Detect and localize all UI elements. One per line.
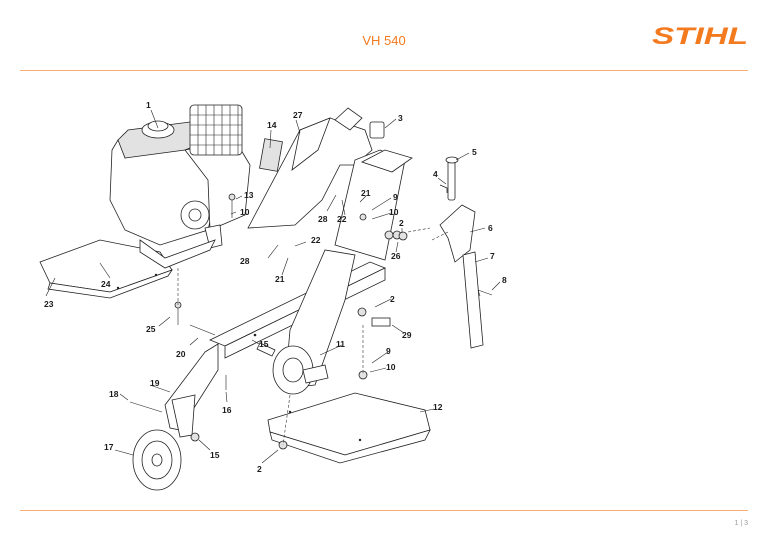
callout-2-b: 2: [390, 294, 395, 304]
callout-6: 6: [488, 223, 493, 233]
callout-11: 11: [336, 339, 345, 349]
stihl-logo: STIHL: [652, 24, 748, 48]
callout-13: 13: [244, 190, 254, 200]
callout-17: 17: [104, 442, 114, 452]
callout-22-b: 22: [311, 235, 321, 245]
callout-14: 14: [267, 120, 277, 130]
callout-28-b: 28: [240, 256, 250, 266]
callout-24: 24: [101, 279, 111, 289]
callout-28-a: 28: [318, 214, 328, 224]
hardware: [174, 193, 408, 450]
callout-15-a: 15: [259, 339, 269, 349]
callout-21-a: 21: [361, 188, 371, 198]
callout-19: 19: [150, 378, 160, 388]
chain-housing: [272, 249, 356, 395]
left-shield: [39, 239, 174, 299]
callout-3: 3: [398, 113, 403, 123]
alignment-lines: [177, 227, 449, 446]
page-number: 1 | 3: [734, 520, 749, 527]
header-rule: [20, 70, 748, 71]
right-shield: [267, 392, 431, 464]
callout-7: 7: [490, 251, 495, 261]
callout-2-c: 2: [257, 464, 262, 474]
callout-16: 16: [222, 405, 232, 415]
callouts: 1 2 2 2 3 4 5 6 7 8 9 9 10 10 10 11 12 1…: [44, 100, 507, 474]
callout-9-b: 9: [386, 346, 391, 356]
wheel-assembly: [129, 343, 219, 491]
callout-10-c: 10: [386, 362, 396, 372]
callout-10-a: 10: [240, 207, 250, 217]
footer-rule: [20, 510, 748, 511]
leader-lines: [45, 109, 501, 464]
callout-27: 27: [293, 110, 303, 120]
callout-1: 1: [146, 100, 151, 110]
callout-23: 23: [44, 299, 54, 309]
callout-2-a: 2: [399, 218, 404, 228]
callout-25: 25: [146, 324, 156, 334]
detached-parts: [371, 156, 493, 349]
callout-15-b: 15: [210, 450, 220, 460]
stihl-logo-text: STIHL: [652, 24, 748, 48]
engine: [109, 104, 251, 269]
callout-21-b: 21: [275, 274, 285, 284]
callout-26: 26: [391, 251, 401, 261]
callout-8: 8: [502, 275, 507, 285]
callout-18: 18: [109, 389, 119, 399]
callout-29: 29: [402, 330, 412, 340]
callout-5: 5: [472, 147, 477, 157]
callout-9-a: 9: [393, 192, 398, 202]
callout-20: 20: [176, 349, 186, 359]
callout-12: 12: [433, 402, 443, 412]
document-title: VH 540: [362, 33, 406, 48]
callout-4: 4: [433, 169, 438, 179]
callout-10-b: 10: [389, 207, 399, 217]
callout-22-a: 22: [337, 214, 347, 224]
